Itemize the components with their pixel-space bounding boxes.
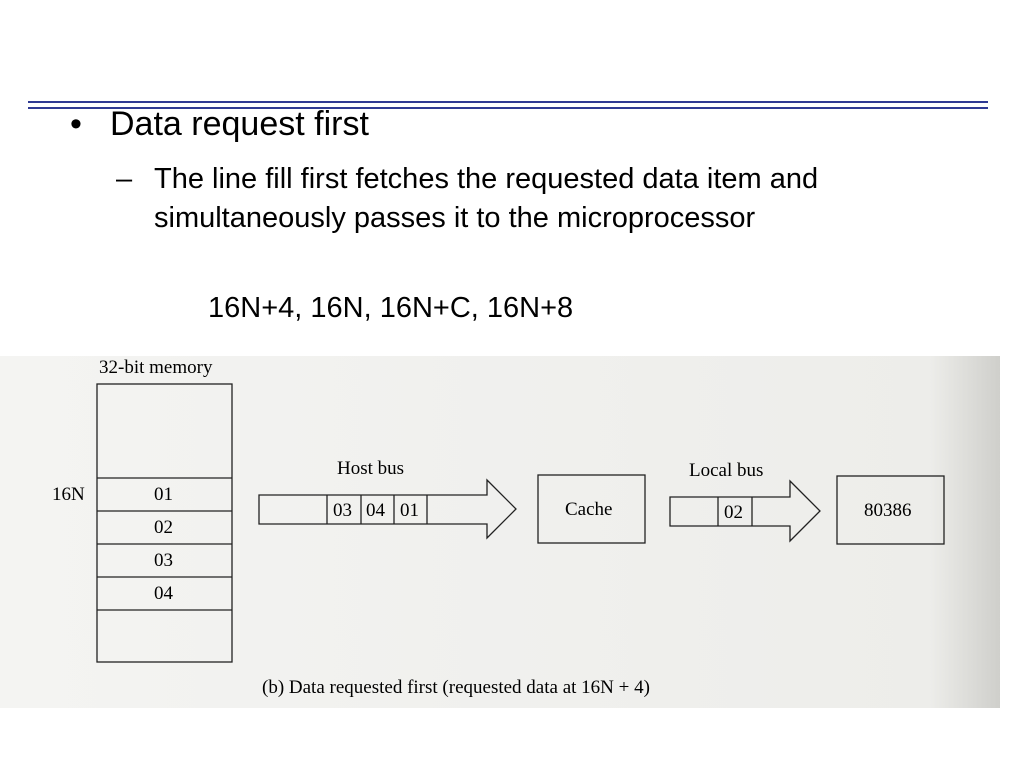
host-bus-cell: 04	[366, 500, 386, 521]
local-bus-label: Local bus	[689, 460, 763, 481]
memory-title: 32-bit memory	[99, 357, 213, 378]
memory-block	[96, 383, 233, 663]
host-bus-cells	[326, 495, 428, 524]
cpu-box	[836, 475, 945, 545]
host-bus-cell: 03	[333, 500, 352, 521]
header-rule-bottom	[28, 107, 988, 109]
memory-cell: 02	[154, 517, 173, 538]
memory-cell: 03	[154, 550, 173, 571]
bullet-marker: •	[70, 105, 82, 143]
figure-caption: (b) Data requested first (requested data…	[262, 677, 650, 698]
memory-cell: 04	[154, 583, 174, 604]
fetch-sequence: 16N+4, 16N, 16N+C, 16N+8	[208, 292, 574, 324]
local-bus-arrow	[669, 479, 821, 543]
cache-label: Cache	[565, 499, 612, 520]
line-fill-figure: 32-bit memory 16N 01 02 03 04 Host bus 0…	[0, 356, 1000, 716]
host-bus-label: Host bus	[337, 458, 404, 479]
memory-cell: 01	[154, 484, 173, 505]
memory-outline	[96, 383, 233, 663]
local-bus-cell: 02	[724, 502, 743, 523]
host-bus-cell: 01	[400, 500, 419, 521]
line-fill-diagram: 32-bit memory 16N 01 02 03 04 Host bus 0…	[0, 356, 1000, 708]
sub-bullet-marker: –	[116, 163, 133, 195]
scanned-paper-background	[0, 356, 1000, 708]
local-bus-cells	[717, 497, 753, 526]
cpu-label: 80386	[864, 500, 912, 521]
cache-box	[537, 474, 646, 544]
row-label-16n: 16N	[52, 484, 85, 505]
bullet-text: Data request first	[110, 105, 369, 143]
header-rule-top	[28, 101, 988, 103]
host-bus-arrow	[258, 478, 517, 540]
sub-bullet-text: The line fill first fetches the requeste…	[154, 163, 819, 234]
